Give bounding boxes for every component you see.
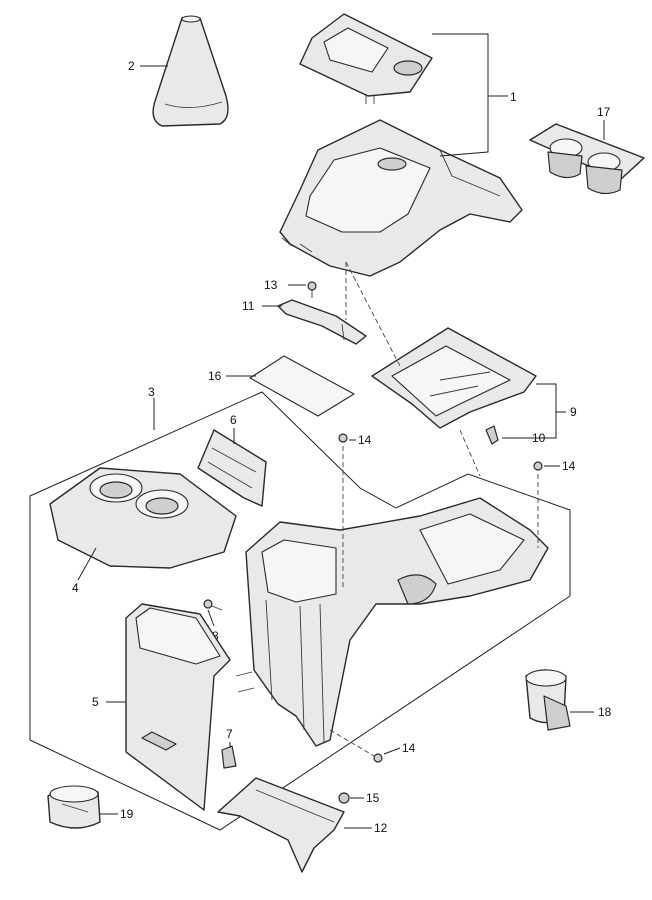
part-clip-7 <box>221 745 237 769</box>
callout-14a: 14 <box>358 433 372 447</box>
callout-18: 18 <box>598 705 612 719</box>
part-screw-15 <box>338 792 350 804</box>
callout-10: 10 <box>532 431 546 445</box>
part-upper-console-trim <box>279 119 523 277</box>
callout-11: 11 <box>242 299 255 313</box>
dash-screw-14c <box>329 729 375 757</box>
part-cup-holder-insert <box>529 123 645 195</box>
callout-9: 9 <box>570 405 577 419</box>
callout-17: 17 <box>597 105 611 119</box>
leader-1 <box>432 33 508 157</box>
callout-1: 1 <box>510 90 517 104</box>
leader-8 <box>207 609 215 627</box>
callout-8: 8 <box>212 629 219 643</box>
callout-13: 13 <box>264 278 278 292</box>
callout-12: 12 <box>374 821 388 835</box>
callout-14c: 14 <box>402 741 416 755</box>
callout-14b: 14 <box>562 459 576 473</box>
part-rear-tray <box>371 327 537 429</box>
part-rear-panel <box>125 603 231 811</box>
part-ashtray-19 <box>47 785 101 829</box>
part-screw-14a <box>338 433 348 443</box>
callout-16: 16 <box>208 369 222 383</box>
callout-6: 6 <box>230 413 237 427</box>
callout-4: 4 <box>72 581 79 595</box>
part-screw-14c <box>373 753 383 763</box>
part-bracket-11 <box>277 299 367 345</box>
part-clip-10 <box>485 425 499 445</box>
leader-9 <box>502 383 566 439</box>
part-screw-13 <box>307 281 317 298</box>
part-lower-bracket-12 <box>217 777 345 873</box>
callout-5: 5 <box>92 695 99 709</box>
assembly-3-outline <box>29 391 571 831</box>
callout-15: 15 <box>366 791 380 805</box>
dash-tray-link <box>345 261 481 477</box>
part-bracket-6 <box>197 429 267 507</box>
part-screw-8 <box>203 599 223 611</box>
part-main-console-body <box>235 497 549 747</box>
callout-2: 2 <box>128 59 135 73</box>
part-pad-16 <box>249 355 355 417</box>
callout-7: 7 <box>226 727 233 741</box>
part-shift-boot <box>152 15 229 127</box>
leader-14c <box>383 747 401 755</box>
part-shift-bezel <box>299 13 433 104</box>
part-cup-18 <box>525 669 571 731</box>
callout-3: 3 <box>148 385 155 399</box>
callout-19: 19 <box>120 807 134 821</box>
leader-4 <box>77 547 97 581</box>
part-front-cup-holder <box>49 467 237 569</box>
part-screw-14b <box>533 461 543 471</box>
